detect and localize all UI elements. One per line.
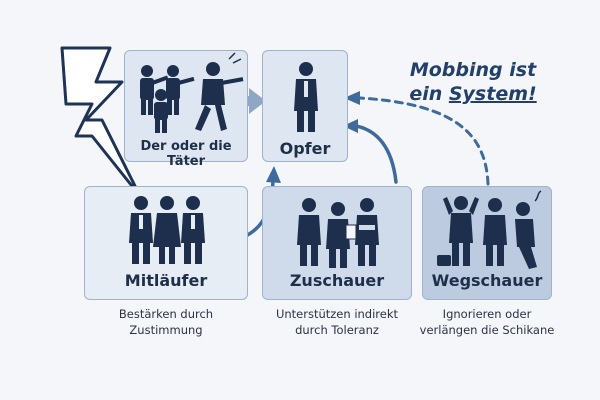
slogan: Mobbing ist ein System! [398, 58, 548, 106]
perpetrators-icon [140, 52, 244, 133]
opfer-title: Opfer [279, 139, 331, 158]
slogan-line2: ein System! [398, 82, 548, 106]
wegschauer-title: Wegschauer [431, 271, 543, 290]
box-mitlaeufer: Mitläufer [84, 186, 248, 300]
box-wegschauer: Wegschauer [422, 186, 552, 300]
lightning-icon [60, 46, 142, 198]
caption-zuschauer: Unterstützen indirekt durch Toleranz [262, 306, 412, 338]
slogan-line1: Mobbing ist [409, 59, 537, 81]
followers-icon [129, 196, 205, 264]
caption-wegschauer-line2: verlängen die Schikane [419, 323, 555, 337]
bystanders-icon [297, 198, 379, 268]
arrow-zuschauer-opfer [354, 124, 398, 184]
victim-icon [294, 62, 318, 132]
box-taeter: Der oder die Täter [124, 50, 248, 169]
arrowhead-mitlaeufer [266, 166, 281, 183]
caption-zuschauer-line1: Unterstützen indirekt [275, 307, 399, 321]
taeter-title: Der oder die Täter [140, 139, 232, 169]
lookaway-icon [437, 190, 542, 269]
arrow-wegschauer-opfer [358, 96, 490, 186]
mitlaeufer-title: Mitläufer [124, 271, 208, 290]
box-zuschauer: Zuschauer [262, 186, 412, 300]
caption-wegschauer: Ignorieren oder verlängen die Schikane [416, 306, 558, 338]
box-opfer: Opfer [262, 50, 348, 162]
slogan-line2-a: ein [409, 83, 449, 105]
caption-zuschauer-line2: durch Toleranz [295, 323, 379, 337]
caption-mitlaeufer-line2: Zustimmung [129, 323, 203, 337]
briefcase-icon [437, 255, 451, 266]
slogan-line2-b: System! [448, 83, 537, 105]
caption-mitlaeufer-line1: Bestärken durch [118, 307, 214, 321]
arrowhead-wegschauer [344, 91, 360, 105]
zuschauer-title: Zuschauer [289, 271, 385, 290]
caption-mitlaeufer: Bestärken durch Zustimmung [84, 306, 248, 338]
arrowhead-zuschauer [343, 119, 358, 133]
caption-wegschauer-line1: Ignorieren oder [442, 307, 532, 321]
